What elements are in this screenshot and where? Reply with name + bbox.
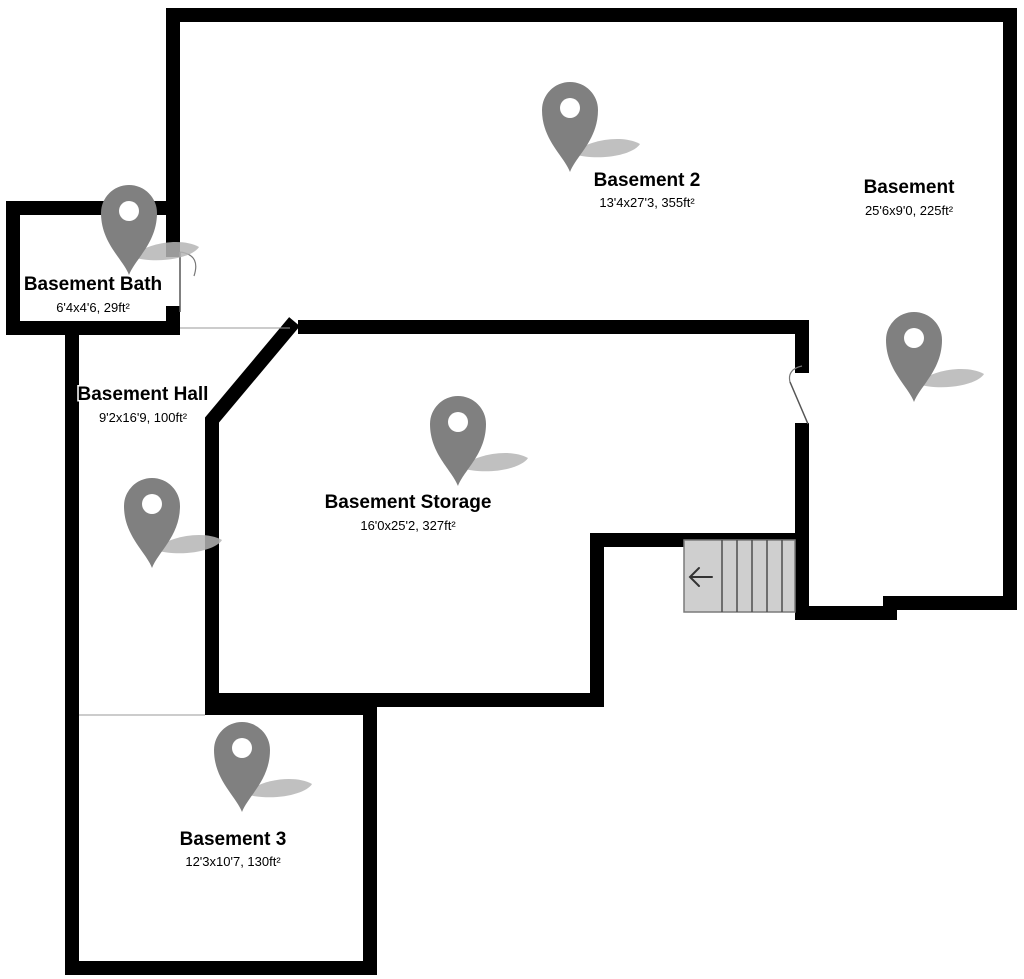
room-dimensions: 25'6x9'0, 225ft²	[865, 203, 954, 218]
walls	[6, 8, 1017, 975]
location-pin-icon[interactable]	[214, 722, 312, 812]
location-pin-icon[interactable]	[886, 312, 984, 402]
room-dimensions: 12'3x10'7, 130ft²	[185, 854, 281, 869]
stairs	[683, 539, 796, 613]
room-label: Basement	[864, 177, 955, 198]
wall-basement-2-outer	[166, 8, 1017, 620]
room-label: Basement 3	[180, 829, 287, 850]
door-bath	[179, 251, 197, 312]
wall-basement-2-interior-top	[298, 320, 809, 373]
location-pin-icon[interactable]	[101, 185, 199, 275]
wall-bath-left	[6, 201, 180, 335]
wall-hall-left	[65, 328, 377, 975]
location-pin-icon[interactable]	[430, 396, 528, 486]
room-dimensions: 9'2x16'9, 100ft²	[99, 410, 188, 425]
wall-storage	[205, 317, 809, 707]
room-label: Basement Bath	[24, 274, 162, 295]
location-pin-icon[interactable]	[542, 82, 640, 172]
room-label: Basement Storage	[325, 492, 492, 513]
room-dimensions: 13'4x27'3, 355ft²	[599, 195, 695, 210]
room-dimensions: 6'4x4'6, 29ft²	[56, 300, 130, 315]
room-label: Basement Hall	[78, 384, 209, 405]
door-storage	[788, 365, 809, 425]
room-dimensions: 16'0x25'2, 327ft²	[360, 518, 456, 533]
room-labels: Basement 2 13'4x27'3, 355ft² Basement 25…	[22, 169, 956, 871]
arrow-left-icon	[688, 567, 713, 587]
room-label: Basement 2	[594, 170, 701, 191]
